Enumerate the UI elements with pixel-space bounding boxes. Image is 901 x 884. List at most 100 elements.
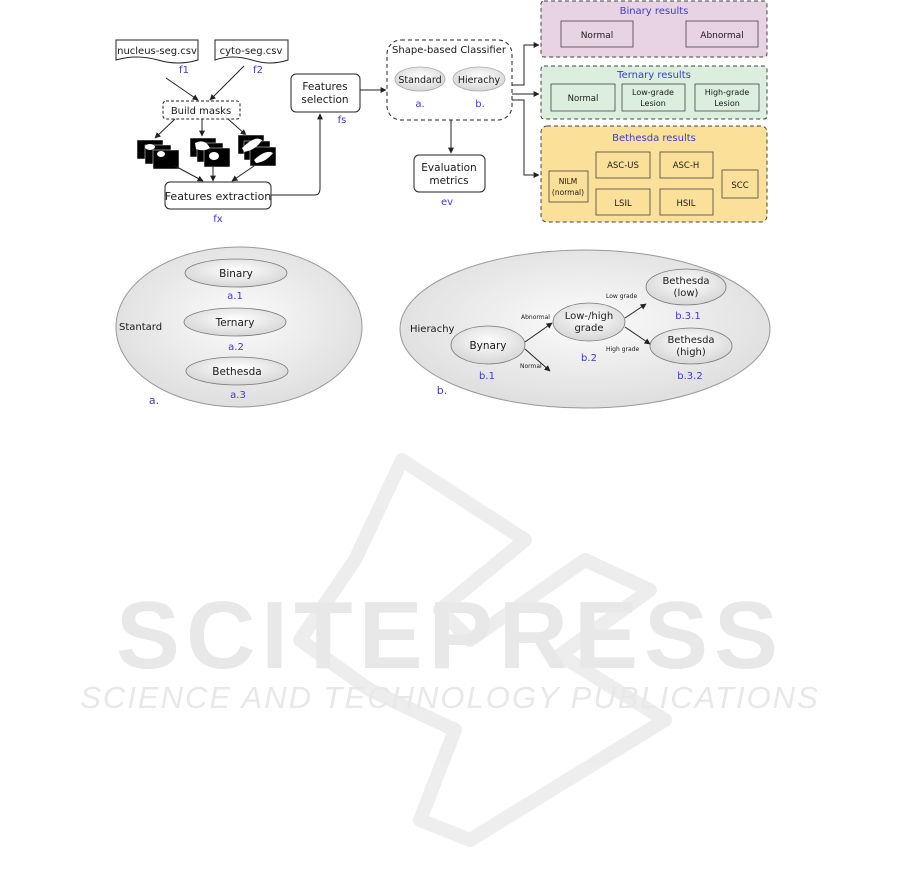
- arrow-f2-to-masks: [209, 65, 245, 101]
- arrow-to-bethesda: [512, 99, 540, 178]
- hierarchy-beth-high-line2: (high): [676, 347, 706, 358]
- bethesda-results-panel: Bethesda results NILM (normal) ASC-US AS…: [540, 125, 768, 223]
- edge-lowhigh-to-high: [624, 326, 651, 345]
- ternary-results-title: Ternary results: [616, 70, 691, 81]
- watermark-subtitle: SCIENCE AND TECHNOLOGY PUBLICATIONS: [80, 680, 820, 715]
- cyto-file-tag: f2: [253, 65, 263, 76]
- arrow-masks-to-img1: [154, 118, 176, 139]
- binary-results-title: Binary results: [620, 6, 689, 17]
- standard-bethesda-tag: a.3: [230, 390, 246, 401]
- hierarchy-bynary-label: Bynary: [469, 340, 506, 352]
- bethesda-nilm-line2: (normal): [552, 188, 584, 197]
- binary-abnormal: Abnormal: [700, 31, 743, 41]
- standard-binary-tag: a.1: [227, 291, 243, 302]
- features-extraction-tag: fx: [213, 214, 223, 225]
- edge-low-grade-label: Low grade: [606, 293, 637, 300]
- hierarchy-beth-low-line2: (low): [674, 288, 699, 299]
- standard-ternary-tag: a.2: [228, 342, 244, 353]
- edge-bynary-to-lowhigh: [524, 322, 553, 343]
- arrow-img3-to-fx: [231, 165, 255, 182]
- bethesda-asch: ASC-H: [673, 161, 700, 171]
- features-selection-node: Features selection: [290, 73, 361, 113]
- standard-ternary-label: Ternary: [215, 317, 255, 329]
- standard-bethesda-label: Bethesda: [212, 366, 261, 378]
- features-selection-label-line2: selection: [301, 94, 348, 106]
- arrow-img1-to-fx: [174, 165, 204, 182]
- standard-bethesda-ellipse: [185, 356, 289, 386]
- features-selection-tag: fs: [338, 115, 347, 126]
- cyto-file-label: cyto-seg.csv: [220, 46, 283, 57]
- bethesda-lsil: LSIL: [614, 199, 632, 209]
- standard-ternary-ellipse: [183, 307, 287, 337]
- cyto-file-node: cyto-seg.csv: [214, 39, 289, 64]
- binary-normal: Normal: [581, 31, 614, 41]
- features-extraction-label: Features extraction: [165, 190, 272, 203]
- classifier-title: Shape-based Classifier: [392, 45, 507, 56]
- hierarchy-lowhigh-line2: grade: [574, 323, 603, 334]
- classifier-hierarchy-tag: b.: [475, 99, 485, 110]
- hierarchy-beth-high-tag: b.3.2: [677, 371, 702, 382]
- standard-panel-label: Stantard: [119, 322, 162, 333]
- build-masks-node: Build masks: [162, 100, 241, 120]
- binary-results-panel: Binary results Normal Abnormal: [540, 0, 768, 58]
- evaluation-label-line2: metrics: [429, 175, 468, 187]
- standard-panel: Stantard Binary a.1 Ternary a.2 Bethesda…: [115, 246, 363, 408]
- classifier-hierarchy-ellipse: [452, 66, 506, 92]
- arrow-f1-to-masks: [165, 77, 199, 101]
- watermark-title: SCITEPRESS: [116, 582, 784, 689]
- hierarchy-beth-low-ellipse: [645, 268, 727, 306]
- build-masks-label: Build masks: [171, 106, 231, 117]
- ternary-low-line2: Lesion: [640, 99, 666, 108]
- bethesda-scc: SCC: [731, 181, 748, 191]
- classifier-hierarchy-label: Hierachy: [458, 75, 501, 86]
- classifier-standard-tag: a.: [415, 99, 424, 110]
- ternary-results-panel: Ternary results Normal Low-grade Lesion …: [540, 65, 768, 120]
- shape-classifier-node: Shape-based Classifier Standard Hierachy…: [386, 39, 513, 121]
- bethesda-results-title: Bethesda results: [612, 133, 696, 144]
- standard-binary-label: Binary: [219, 268, 253, 280]
- evaluation-label-line1: Evaluation: [421, 162, 476, 174]
- features-extraction-node: Features extraction: [164, 181, 272, 210]
- ternary-high-line2: Lesion: [714, 99, 740, 108]
- arrow-fx-to-fs: [271, 113, 323, 196]
- edge-bynary-normal: [524, 348, 551, 372]
- watermark-logo-shape: [293, 453, 672, 847]
- hierarchy-panel-tag: b.: [437, 384, 447, 397]
- hierarchy-beth-low-tag: b.3.1: [675, 311, 700, 322]
- hierarchy-bynary-tag: b.1: [479, 371, 495, 382]
- watermark: SCITEPRESS SCIENCE AND TECHNOLOGY PUBLIC…: [80, 453, 820, 847]
- ternary-high-line1: High-grade: [705, 88, 750, 97]
- arrow-masks-to-img3: [227, 118, 247, 136]
- edge-abnormal-label: Abnormal: [521, 314, 550, 321]
- hierarchy-bynary-ellipse: [450, 325, 526, 365]
- ternary-low-line1: Low-grade: [632, 88, 674, 97]
- features-selection-label-line1: Features: [302, 81, 347, 93]
- hierarchy-beth-low-line1: Bethesda: [662, 276, 709, 287]
- evaluation-metrics-node: Evaluation metrics: [413, 154, 486, 193]
- standard-panel-tag: a.: [149, 394, 159, 407]
- hierarchy-panel: Hierachy Bynary b.1 Low-/high grade b.2 …: [399, 249, 771, 409]
- edge-normal-label: Normal: [520, 363, 542, 370]
- evaluation-tag: ev: [441, 197, 453, 208]
- mask-image-stack-3: [237, 134, 277, 167]
- nucleus-file-tag: f1: [179, 65, 189, 76]
- hierarchy-beth-high-line1: Bethesda: [667, 335, 714, 346]
- edge-high-grade-label: High grade: [606, 346, 639, 353]
- ternary-normal: Normal: [568, 94, 599, 104]
- bethesda-hsil: HSIL: [676, 199, 695, 209]
- hierarchy-beth-high-ellipse: [649, 327, 733, 365]
- arrow-to-binary: [512, 42, 540, 86]
- hierarchy-lowhigh-line1: Low-/high: [565, 311, 613, 322]
- bethesda-ascus: ASC-US: [607, 161, 639, 171]
- hierarchy-panel-label: Hierachy: [410, 324, 455, 335]
- classifier-standard-label: Standard: [398, 75, 441, 86]
- classifier-standard-ellipse: [394, 66, 446, 92]
- hierarchy-lowhigh-ellipse: [552, 302, 626, 342]
- nucleus-file-label: nucleus-seg.csv: [117, 46, 197, 57]
- bethesda-nilm-line1: NILM: [559, 177, 577, 186]
- edge-lowhigh-to-low: [624, 303, 647, 319]
- standard-binary-ellipse: [184, 258, 288, 288]
- mask-image-stack-2: [189, 137, 231, 168]
- hierarchy-lowhigh-tag: b.2: [581, 353, 597, 364]
